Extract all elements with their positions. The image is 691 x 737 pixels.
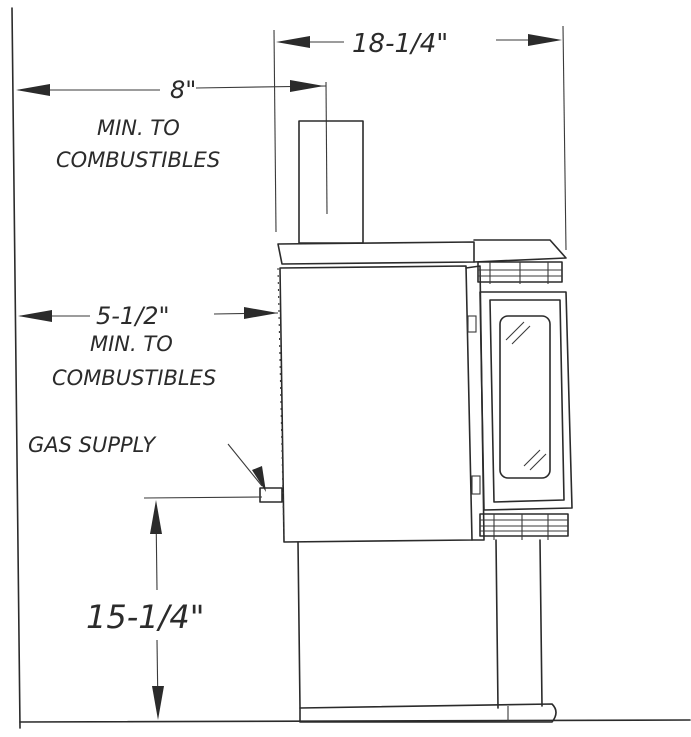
rear-extension-line (325, 81, 328, 215)
side-clearance-note-line1: MIN. TO (90, 332, 173, 356)
side-clearance-note-line2: COMBUSTIBLES (52, 366, 216, 390)
height-extension-line (143, 496, 263, 499)
glass-reflection-4 (529, 453, 547, 471)
gas-supply-leader-arrow (252, 466, 266, 492)
gas-supply-leader (227, 443, 263, 487)
width-arrow-right (528, 34, 562, 46)
width-dimension-label: 18-1/4" (352, 29, 448, 59)
width-extension-left (273, 29, 277, 233)
stove-pedestal (297, 539, 557, 723)
gas-supply-callout: GAS SUPPLY (28, 433, 283, 503)
glass-reflection-2 (511, 325, 531, 345)
pedestal-front-leg-outer (495, 539, 499, 709)
stove-cabinet (279, 265, 473, 543)
floor-line (19, 719, 691, 723)
rear-arrow-right (290, 80, 324, 92)
rear-clearance-note-line1: MIN. TO (97, 116, 180, 140)
side-clearance-dimension: 5-1/2" MIN. TO COMBUSTIBLES (18, 302, 279, 390)
glass-reflection-3 (523, 449, 541, 467)
pedestal-rear-leg (297, 541, 301, 709)
stove-top-front (473, 239, 567, 263)
gas-supply-pipe-stub (259, 487, 283, 503)
height-dimension-label: 15-1/4" (86, 598, 204, 636)
height-arrow-top (150, 500, 162, 534)
side-arrow-right (244, 307, 278, 319)
door-glass-window (499, 315, 551, 479)
top-vent-rail (477, 261, 563, 283)
pedestal-base (299, 703, 557, 723)
rear-clearance-note-line2: COMBUSTIBLES (56, 148, 220, 172)
width-dimension: 18-1/4" (273, 25, 567, 251)
upper-hinge (467, 315, 477, 333)
pedestal-front-leg-inner (539, 539, 543, 707)
combustible-wall-line (11, 7, 21, 729)
stove-outline (277, 120, 573, 543)
side-arrow-left (18, 310, 52, 322)
height-dimension: 15-1/4" (86, 496, 263, 720)
rear-clearance-label: 8" (170, 76, 196, 104)
side-clearance-label: 5-1/2" (96, 302, 170, 330)
rear-clearance-dimension: 8" MIN. TO COMBUSTIBLES (16, 76, 328, 215)
door-inner-frame (489, 299, 565, 503)
width-arrow-left (276, 36, 310, 48)
lower-hinge (471, 475, 481, 495)
wall-and-floor (11, 7, 691, 729)
gas-supply-label: GAS SUPPLY (28, 433, 157, 457)
door-frame (479, 291, 573, 511)
bottom-vent-rail (479, 513, 569, 537)
rear-arrow-left (16, 84, 50, 96)
flue-pipe (298, 120, 364, 244)
stove-top-plate (277, 241, 475, 265)
height-arrow-bottom (152, 686, 164, 720)
glass-reflection-1 (505, 321, 525, 341)
width-extension-right (562, 25, 567, 251)
